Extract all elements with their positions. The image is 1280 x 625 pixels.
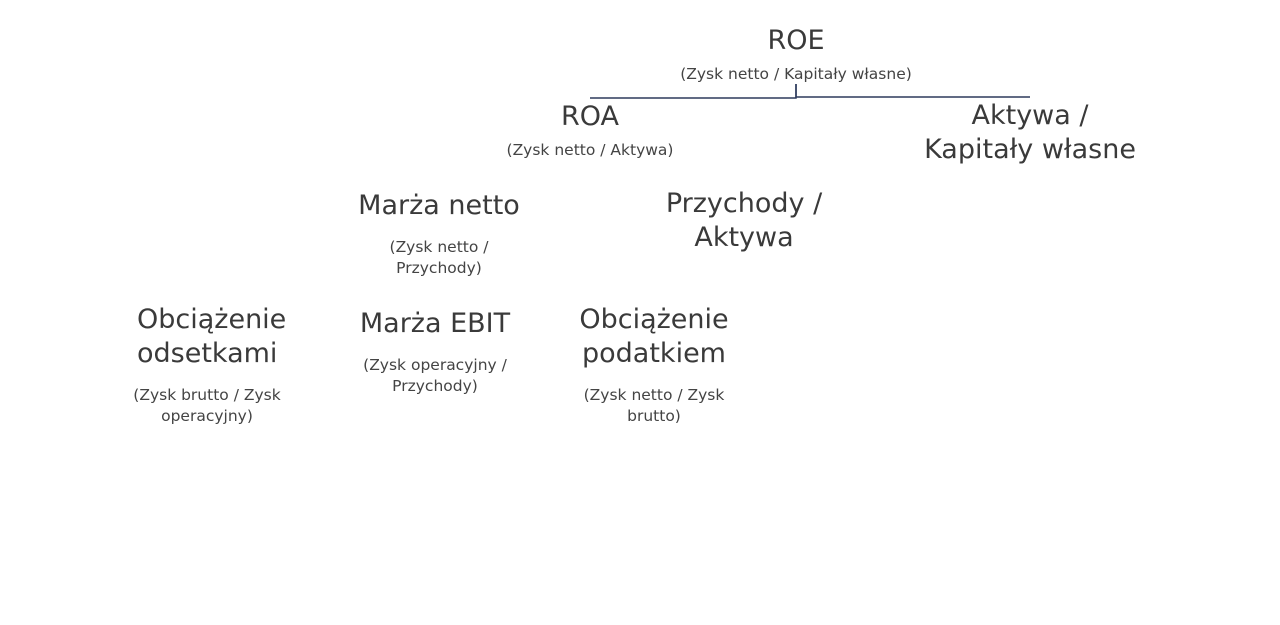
roe-node: ROE (Zysk netto / Kapitały własne) bbox=[646, 24, 946, 85]
tax-burden-title: Obciążenie podatkiem bbox=[579, 304, 729, 369]
asset-turnover-title: Przychody / Aktywa bbox=[665, 188, 823, 253]
roe-to-roa-connector bbox=[590, 84, 797, 99]
tax-burden-formula: (Zysk netto / Zysk brutto) bbox=[583, 386, 725, 425]
net-margin-formula: (Zysk netto / Przychody) bbox=[389, 238, 489, 277]
interest-burden-node: Obciążenie odsetkami (Zysk brutto / Zysk… bbox=[117, 303, 297, 427]
roe-formula: (Zysk netto / Kapitały własne) bbox=[680, 65, 912, 83]
roe-to-equity-multiplier-connector bbox=[795, 84, 1030, 98]
roe-title: ROE bbox=[767, 25, 825, 56]
roa-title: ROA bbox=[560, 101, 619, 132]
net-margin-node: Marża netto (Zysk netto / Przychody) bbox=[349, 189, 529, 279]
tax-burden-node: Obciążenie podatkiem (Zysk netto / Zysk … bbox=[574, 303, 734, 427]
equity-multiplier-title: Aktywa / Kapitały własne bbox=[924, 100, 1136, 165]
roa-node: ROA (Zysk netto / Aktywa) bbox=[480, 100, 700, 161]
ebit-margin-formula: (Zysk operacyjny / Przychody) bbox=[363, 356, 507, 395]
interest-burden-formula: (Zysk brutto / Zysk operacyjny) bbox=[133, 386, 281, 425]
ebit-margin-title: Marża EBIT bbox=[359, 308, 511, 339]
net-margin-title: Marża netto bbox=[358, 190, 520, 221]
asset-turnover-node: Przychody / Aktywa bbox=[654, 187, 834, 255]
roa-formula: (Zysk netto / Aktywa) bbox=[506, 141, 674, 159]
interest-burden-title: Obciążenie odsetkami bbox=[137, 304, 287, 369]
ebit-margin-node: Marża EBIT (Zysk operacyjny / Przychody) bbox=[345, 307, 525, 397]
equity-multiplier-node: Aktywa / Kapitały własne bbox=[920, 99, 1140, 167]
